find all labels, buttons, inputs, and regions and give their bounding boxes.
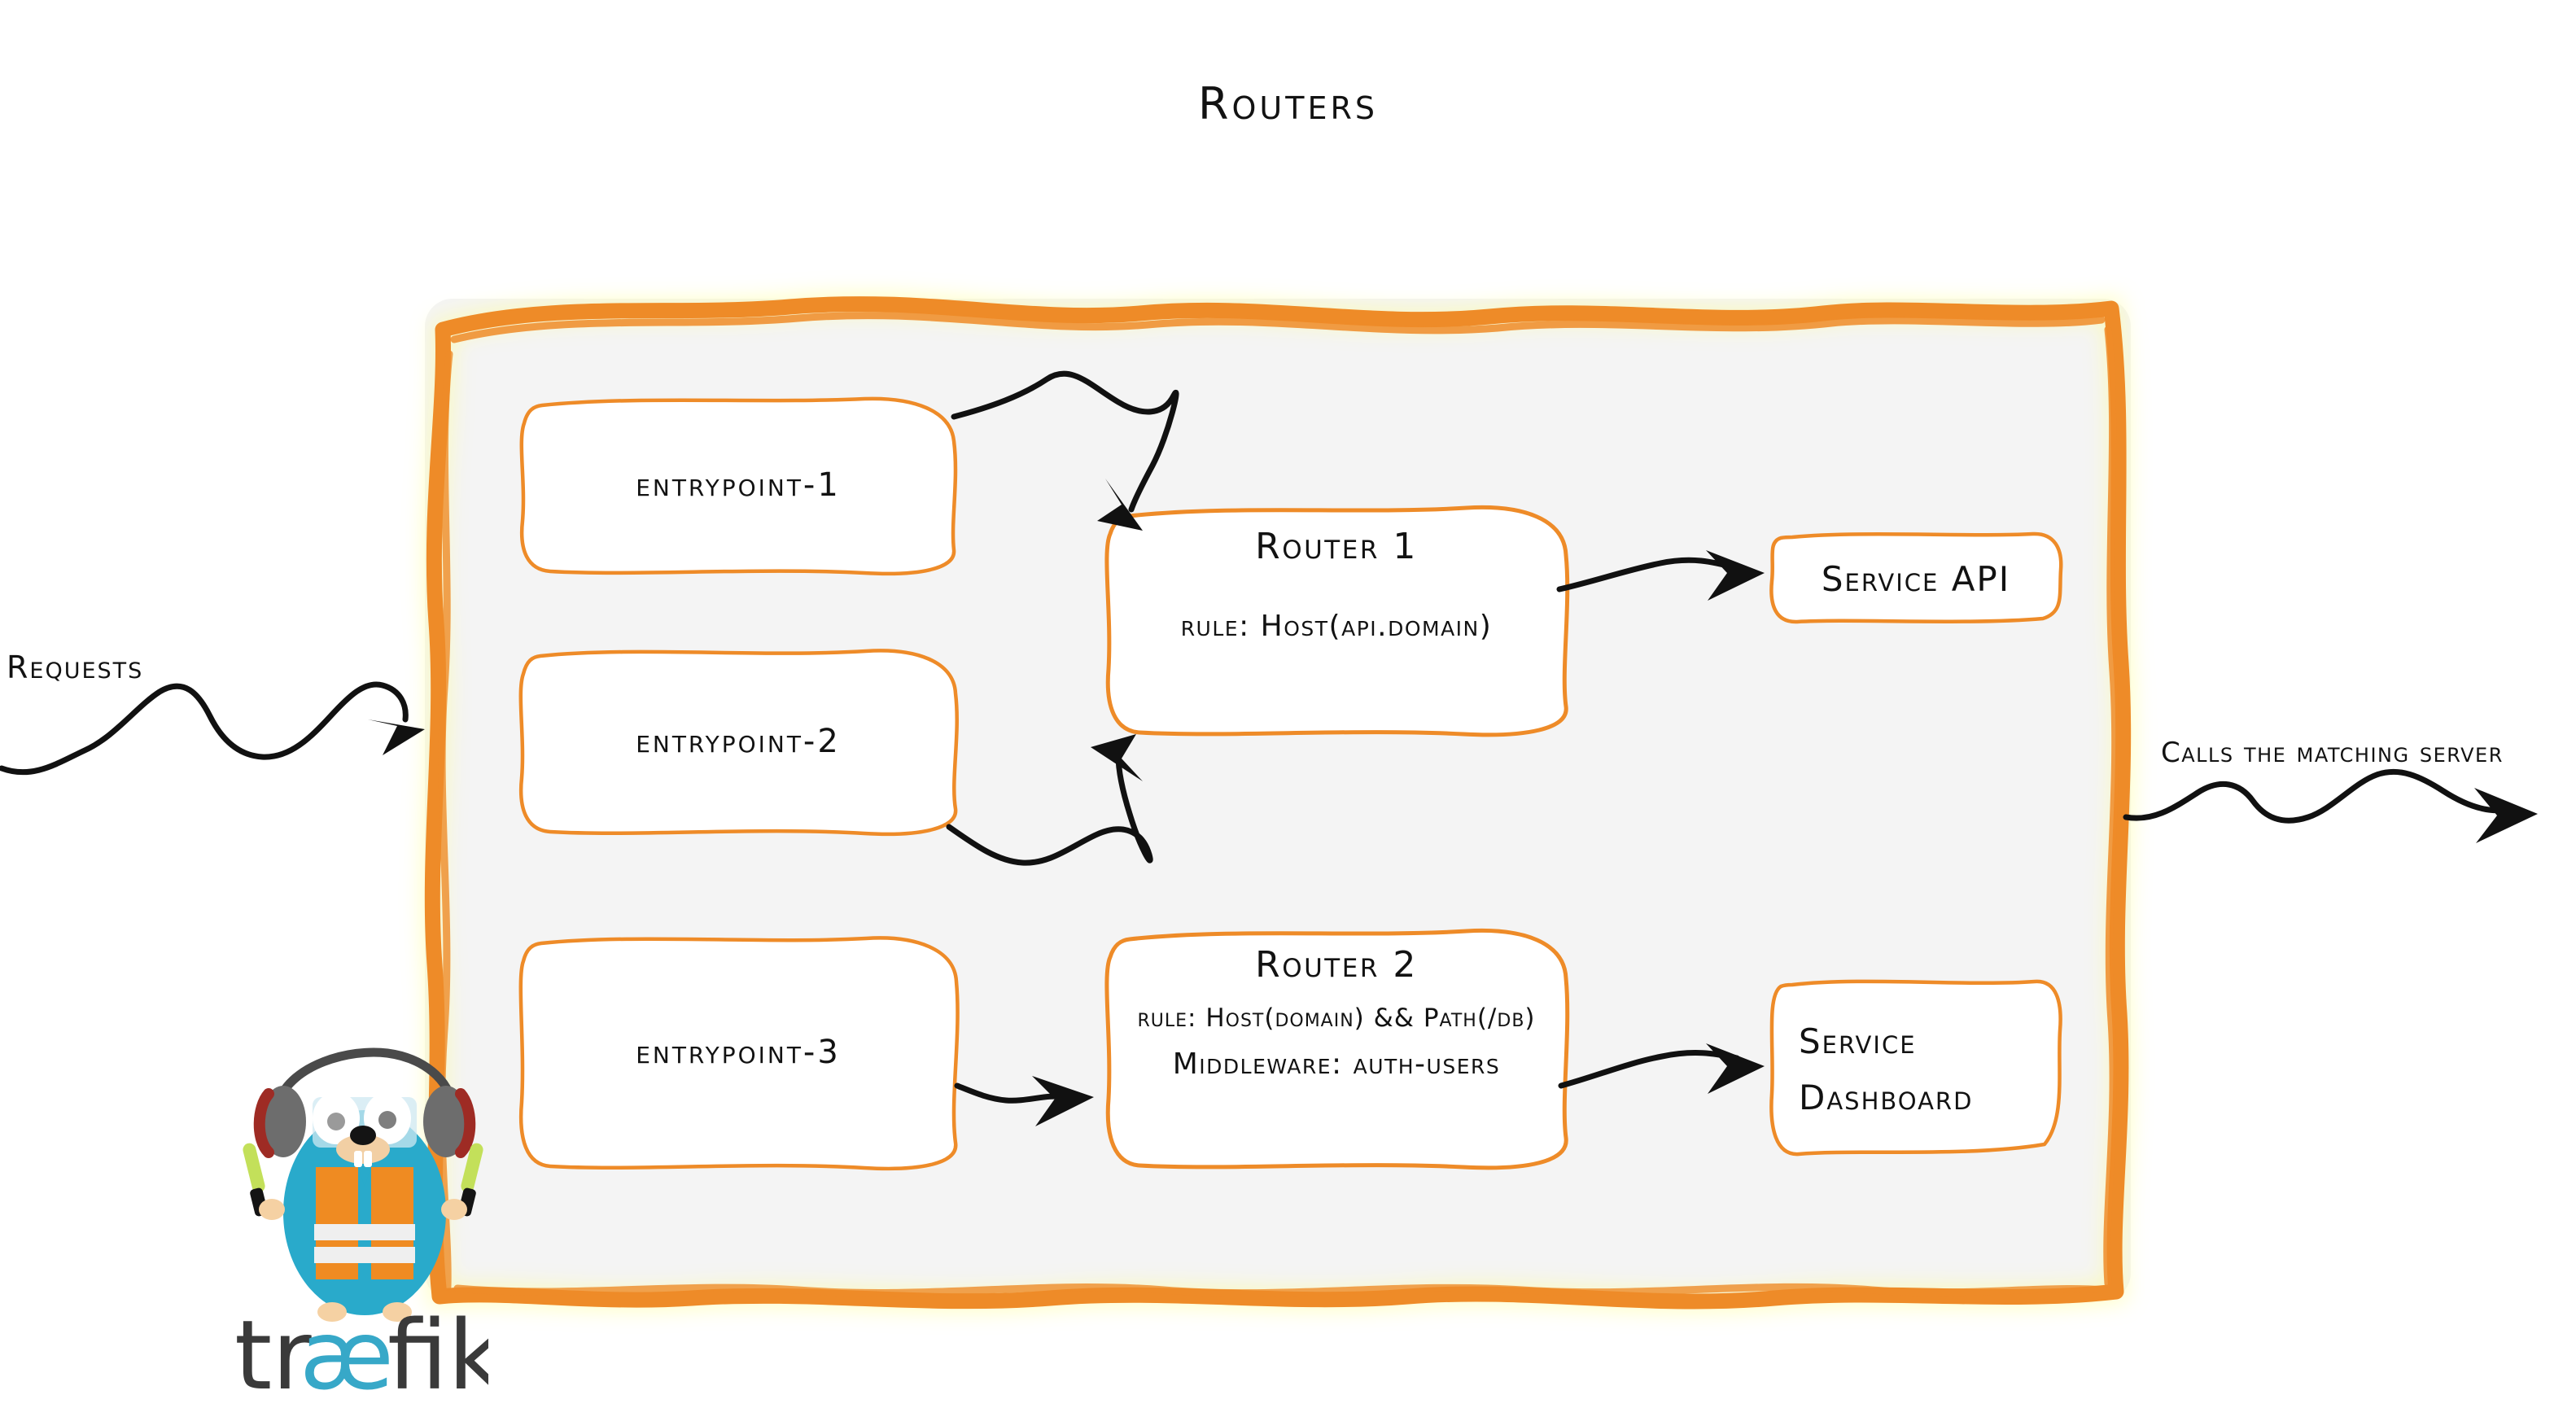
service-api-border (1769, 531, 2063, 624)
headphone-cup-right (423, 1086, 469, 1157)
calls-matching-server-caption: Calls the matching server (2161, 737, 2504, 769)
logo-wordmark-prefix: tr (234, 1299, 312, 1408)
router-1-box[interactable]: Router 1 rule: Host(api.domain) (1100, 498, 1572, 742)
entrypoint-1-box[interactable]: entrypoint-1 (514, 391, 962, 579)
gopher-foot-right (383, 1302, 412, 1322)
router-2-rule: rule: Host(domain) && Path(/db) (1137, 1004, 1536, 1033)
service-api-label: Service API (1821, 558, 2011, 599)
arrow-requests-in (0, 681, 409, 776)
router-2-border (1104, 928, 1570, 1170)
router-1-border (1104, 505, 1570, 737)
entrypoint-2-box[interactable]: entrypoint-2 (514, 643, 962, 840)
entrypoint-3-label: entrypoint-3 (636, 1034, 841, 1071)
entrypoint-1-label: entrypoint-1 (636, 466, 841, 504)
gopher-nose (350, 1126, 376, 1145)
traefik-logo: tr æ fik (228, 1043, 488, 1408)
service-dashboard-box[interactable]: Service Dashboard (1765, 973, 2067, 1165)
logo-wordmark-ligature: æ (300, 1299, 394, 1408)
requests-caption: Requests (7, 649, 144, 685)
page-title: Routers (1198, 78, 1378, 129)
service-dashboard-line-2: Dashboard (1799, 1078, 1974, 1117)
gopher-hand-left (259, 1199, 285, 1220)
entrypoint-3-border (518, 936, 960, 1171)
router-2-middleware: Middleware: auth-users (1172, 1047, 1501, 1081)
router-1-rule: rule: Host(api.domain) (1180, 610, 1493, 643)
service-dashboard-border (1769, 979, 2062, 1157)
logo-wordmark-suffix: fik (387, 1299, 488, 1408)
headphone-cup-left (260, 1086, 306, 1157)
traefik-gopher-mascot: tr æ fik (234, 1047, 488, 1408)
router-1-title: Router 1 (1255, 526, 1418, 567)
arrow-calls-out (2123, 769, 2513, 824)
entrypoint-1-border (519, 396, 958, 576)
router-2-title: Router 2 (1255, 944, 1418, 986)
entrypoint-2-border (518, 649, 959, 837)
arrowhead-calls-out (2474, 788, 2538, 843)
entrypoint-3-box[interactable]: entrypoint-3 (514, 929, 962, 1175)
router-2-box[interactable]: Router 2 rule: Host(domain) && Path(/db)… (1100, 921, 1572, 1175)
service-api-box[interactable]: Service API (1765, 527, 2067, 630)
gopher-hand-right (441, 1199, 467, 1220)
gopher-foot-left (317, 1302, 347, 1322)
service-dashboard-line-1: Service (1799, 1021, 1917, 1061)
entrypoint-2-label: entrypoint-2 (636, 723, 841, 760)
